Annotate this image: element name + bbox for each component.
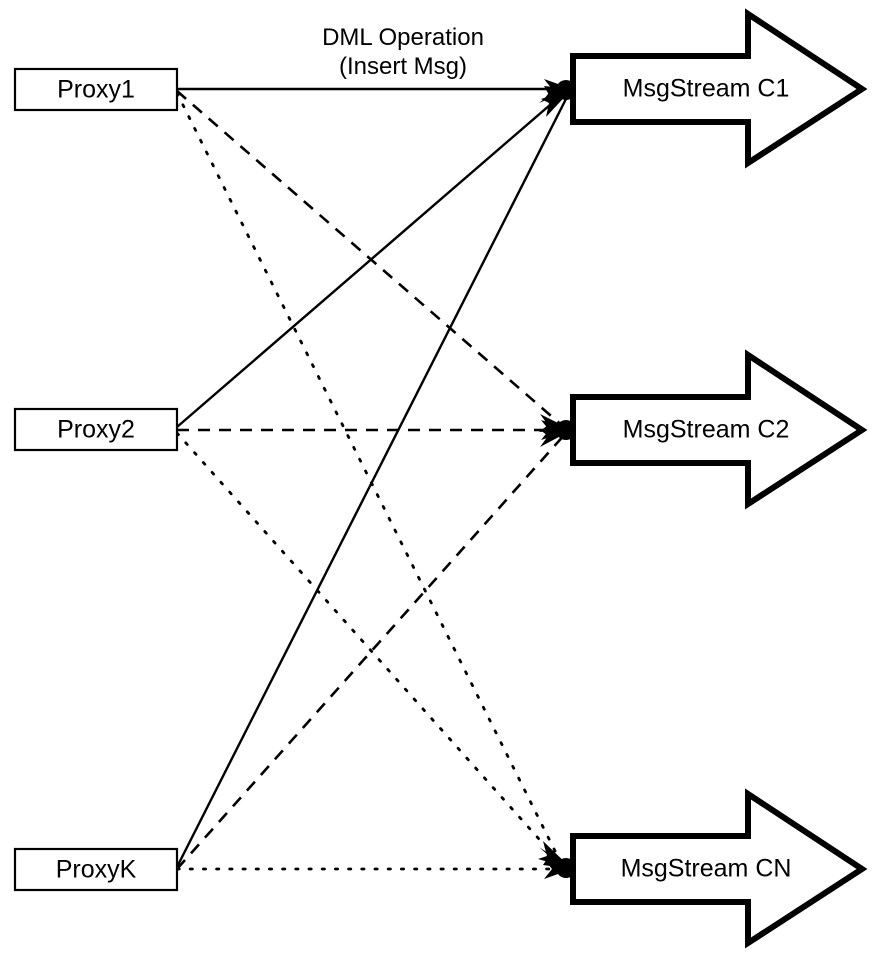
arrowhead-cluster-msgstream-c2 bbox=[539, 414, 576, 447]
dml-operation-label-line1: DML Operation bbox=[322, 24, 484, 51]
node-msgstream-c2[interactable]: MsgStream C2 bbox=[570, 349, 868, 510]
node-proxy1[interactable]: Proxy1 bbox=[13, 67, 179, 112]
node-proxy2-label: Proxy2 bbox=[57, 416, 135, 444]
node-proxy2[interactable]: Proxy2 bbox=[13, 407, 179, 452]
connection-proxy2-to-msgstream-c1[interactable] bbox=[176, 91, 566, 428]
target-stream-layer: MsgStream C1 MsgStream C2 MsgStream CN bbox=[570, 8, 868, 949]
connection-proxy1-to-msgstream-cn[interactable] bbox=[175, 91, 565, 869]
connection-proxyk-to-msgstream-c1[interactable] bbox=[175, 94, 570, 868]
source-node-layer: Proxy1 Proxy2 ProxyK bbox=[13, 67, 179, 892]
block-arrow-icon-msgstream-cn[interactable] bbox=[570, 788, 868, 949]
node-msgstream-cn-label: MsgStream CN bbox=[621, 855, 792, 883]
annotation-layer: DML Operation (Insert Msg) bbox=[322, 24, 484, 80]
node-proxyk-rect[interactable] bbox=[13, 847, 179, 892]
node-msgstream-c2-label: MsgStream C2 bbox=[623, 416, 790, 444]
connection-proxyk-to-msgstream-c2[interactable] bbox=[176, 432, 567, 870]
node-proxy1-label: Proxy1 bbox=[57, 76, 135, 104]
node-msgstream-cn[interactable]: MsgStream CN bbox=[570, 788, 868, 949]
block-arrow-icon-msgstream-c2[interactable] bbox=[570, 349, 868, 510]
node-proxyk[interactable]: ProxyK bbox=[13, 847, 179, 892]
connection-layer bbox=[175, 87, 570, 871]
block-arrow-icon-msgstream-c1[interactable] bbox=[570, 8, 868, 169]
node-msgstream-c1[interactable]: MsgStream C1 bbox=[570, 8, 868, 169]
arrowhead-layer bbox=[538, 79, 576, 879]
node-proxy1-rect[interactable] bbox=[13, 67, 179, 112]
node-proxyk-label: ProxyK bbox=[56, 856, 137, 884]
node-msgstream-c1-label: MsgStream C1 bbox=[623, 75, 790, 103]
dml-operation-label-line2: (Insert Msg) bbox=[339, 53, 467, 80]
node-proxy2-rect[interactable] bbox=[13, 407, 179, 452]
connection-proxy2-to-msgstream-cn[interactable] bbox=[175, 431, 565, 868]
